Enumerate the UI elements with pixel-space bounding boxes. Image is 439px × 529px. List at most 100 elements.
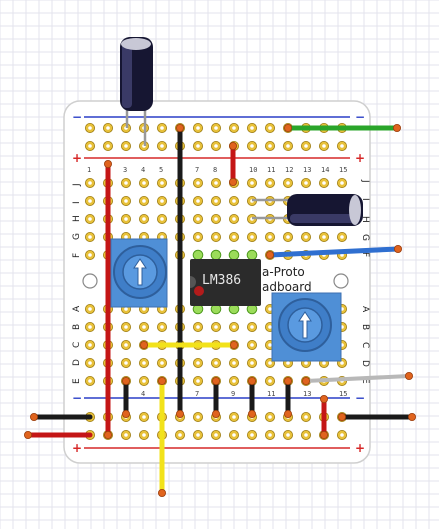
hole-center bbox=[268, 235, 272, 239]
hole-center bbox=[340, 361, 344, 365]
wire-end bbox=[247, 376, 256, 385]
row-letter: J bbox=[360, 179, 370, 183]
hole-center bbox=[196, 379, 200, 383]
hole-center bbox=[214, 217, 218, 221]
rail-sign: − bbox=[355, 110, 365, 124]
hole-center bbox=[196, 126, 200, 130]
chip-pin1-dot bbox=[194, 286, 204, 296]
wire-end bbox=[229, 340, 238, 349]
wire-end bbox=[265, 250, 274, 259]
hole-center bbox=[124, 325, 128, 329]
wire-blue[interactable] bbox=[267, 246, 401, 258]
rail-sign: + bbox=[72, 151, 82, 165]
column-number: 3 bbox=[123, 166, 127, 174]
row-letter: J bbox=[72, 183, 82, 187]
wire-end bbox=[29, 412, 38, 421]
row-letter: D bbox=[360, 360, 370, 367]
wire-end bbox=[319, 430, 328, 439]
hole-center bbox=[196, 144, 200, 148]
column-number: 11 bbox=[267, 166, 275, 174]
hole-center bbox=[124, 217, 128, 221]
hole-center bbox=[250, 181, 254, 185]
hole-center bbox=[124, 235, 128, 239]
row-letter: F bbox=[72, 253, 82, 258]
potentiometer-right[interactable] bbox=[271, 292, 342, 362]
column-number: 4 bbox=[141, 390, 145, 398]
hole-center bbox=[142, 415, 146, 419]
row-letter: C bbox=[72, 342, 82, 348]
hole-center bbox=[286, 181, 290, 185]
hole-center bbox=[268, 343, 272, 347]
column-number: 14 bbox=[321, 166, 329, 174]
wire-end bbox=[175, 409, 184, 418]
lm386-chip[interactable]: LM386 bbox=[190, 249, 261, 315]
hole-center bbox=[268, 433, 272, 437]
hole-center bbox=[160, 235, 164, 239]
hole-center bbox=[232, 361, 236, 365]
hole-center bbox=[196, 325, 200, 329]
rail-sign: + bbox=[355, 441, 365, 455]
hole-center bbox=[232, 235, 236, 239]
wire-end bbox=[283, 409, 292, 418]
rail-sign: + bbox=[355, 151, 365, 165]
hole-center bbox=[160, 325, 164, 329]
hole-center bbox=[250, 343, 254, 347]
capacitor-top[interactable] bbox=[120, 37, 153, 146]
column-number: 13 bbox=[303, 166, 311, 174]
hole-center bbox=[160, 181, 164, 185]
hole-center bbox=[268, 361, 272, 365]
wire-end bbox=[104, 159, 113, 168]
wire-end bbox=[319, 394, 328, 403]
wire-end bbox=[139, 340, 148, 349]
hole-center bbox=[250, 361, 254, 365]
hole-center bbox=[88, 307, 92, 311]
hole-center bbox=[142, 379, 146, 383]
hole-center bbox=[232, 217, 236, 221]
hole-center bbox=[268, 126, 272, 130]
row-letter: C bbox=[360, 342, 370, 348]
wire-end bbox=[157, 376, 166, 385]
rail-sign: − bbox=[72, 391, 82, 405]
row-letter: D bbox=[72, 359, 82, 366]
hole-center bbox=[88, 181, 92, 185]
hole-center bbox=[286, 361, 290, 365]
row-letter: B bbox=[72, 324, 82, 330]
hole-center bbox=[250, 433, 254, 437]
wire-gray[interactable] bbox=[304, 374, 411, 383]
chip-pin bbox=[246, 249, 258, 261]
hole-center bbox=[214, 433, 218, 437]
capacitor-side[interactable] bbox=[252, 194, 363, 226]
column-number: 10 bbox=[249, 166, 257, 174]
wire-end bbox=[122, 409, 131, 418]
row-letter: G bbox=[360, 234, 370, 241]
hole-center bbox=[142, 325, 146, 329]
hole-center bbox=[322, 361, 326, 365]
hole-center bbox=[124, 343, 128, 347]
column-number: 15 bbox=[339, 166, 347, 174]
potentiometer-left[interactable] bbox=[110, 238, 168, 308]
row-letter: H bbox=[72, 215, 82, 222]
column-number: 8 bbox=[213, 166, 217, 174]
hole-center bbox=[322, 235, 326, 239]
hole-center bbox=[88, 379, 92, 383]
wire-end bbox=[283, 124, 292, 133]
hole-center bbox=[196, 199, 200, 203]
hole-center bbox=[178, 433, 182, 437]
hole-center bbox=[214, 325, 218, 329]
column-number: 12 bbox=[285, 166, 293, 174]
hole-center bbox=[214, 144, 218, 148]
hole-center bbox=[160, 361, 164, 365]
hole-center bbox=[304, 415, 308, 419]
wire-end bbox=[392, 124, 401, 133]
hole-center bbox=[124, 181, 128, 185]
hole-center bbox=[232, 379, 236, 383]
hole-center bbox=[232, 126, 236, 130]
wire-end bbox=[211, 376, 220, 385]
hole-center bbox=[88, 217, 92, 221]
wire-end bbox=[211, 409, 220, 418]
hole-center bbox=[232, 433, 236, 437]
row-letter: A bbox=[360, 306, 370, 313]
hole-center bbox=[232, 415, 236, 419]
